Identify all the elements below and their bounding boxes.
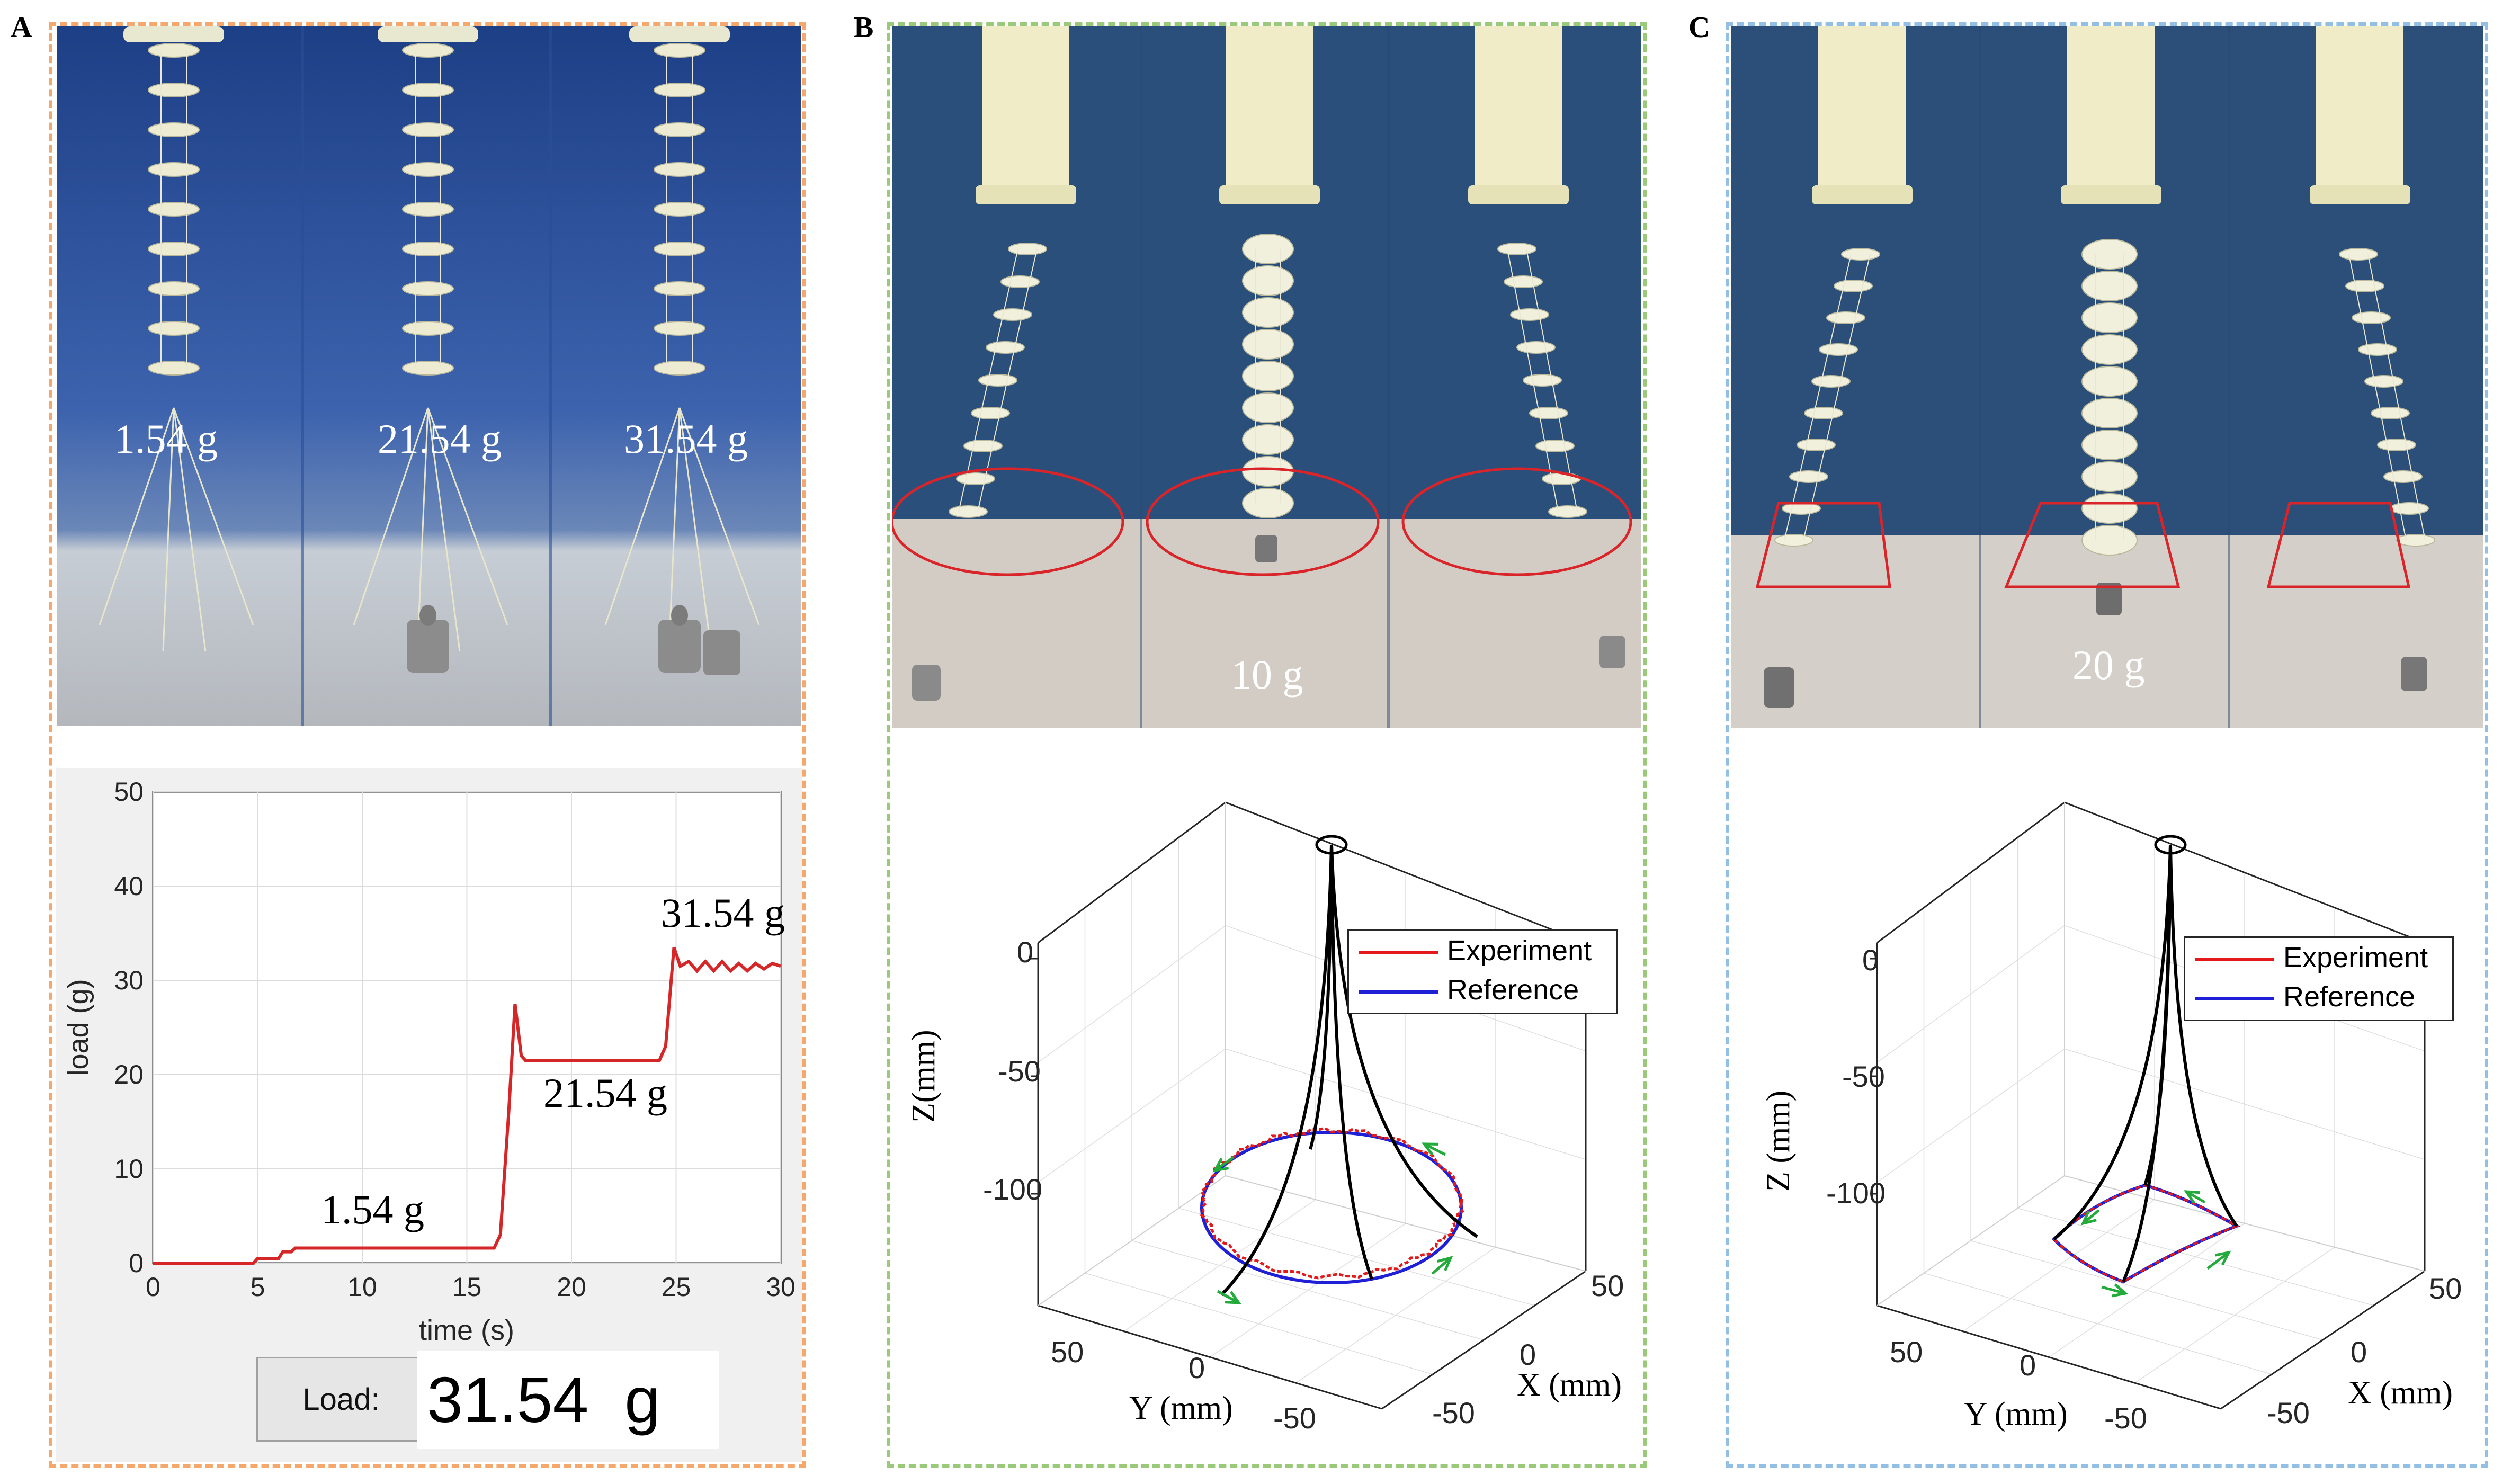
x-tick-label: 0 [146, 1272, 160, 1302]
panel-b-3d-plot: Z(mm) 0 -50 -100 50 0 -50 Y (mm) 50 0 -5… [892, 731, 1641, 1462]
z-tick-0-b: 0 [1017, 935, 1034, 969]
x-axis-label-c: X (mm) [2348, 1375, 2453, 1411]
panel-b-letter: B [854, 11, 874, 44]
panel-a-letter: A [11, 11, 32, 44]
x-tick-50-b: 50 [1591, 1269, 1624, 1302]
panel-a-photo: 1.54 g 21.54 g 31.54 g [57, 26, 801, 726]
panel-a-frame [49, 22, 806, 1468]
annotation-31-54: 31.54 g [661, 890, 785, 936]
annotation-1-54: 1.54 g [321, 1186, 424, 1232]
y-tick-50-b: 50 [1051, 1335, 1084, 1369]
load-series-line [153, 946, 781, 1265]
y-tick-label: 40 [114, 871, 144, 901]
legend-c-experiment: Experiment [2283, 942, 2428, 973]
z-tick-0-c: 0 [1862, 943, 1879, 977]
x-tick-0-c: 0 [2351, 1335, 2367, 1369]
panel-a-chart-area: 0 5 10 15 20 25 30 0 10 20 30 40 50 time (s) load (g… [56, 768, 802, 1462]
z-tick-100-b: -100 [983, 1173, 1043, 1206]
y-tick-0-c: 0 [2020, 1348, 2036, 1382]
y-tick-50-c: 50 [1890, 1335, 1923, 1369]
z-axis-label-c: Z (mm) [1761, 1090, 1797, 1192]
y-tick-label: 20 [114, 1060, 144, 1089]
x-tick-0-b: 0 [1520, 1338, 1536, 1371]
y-axis-label: load (g) [62, 979, 94, 1076]
x-tick-label: 15 [452, 1272, 482, 1302]
z-tick-50-b: -50 [998, 1054, 1041, 1088]
legend-c-reference: Reference [2283, 981, 2416, 1013]
x-axis-label-b: X (mm) [1517, 1367, 1622, 1403]
load-value-display: 31.54 g [417, 1351, 719, 1449]
x-tick-label: 10 [347, 1272, 377, 1302]
y-tick-0-b: 0 [1189, 1351, 1205, 1384]
x-tick-label: 25 [662, 1272, 691, 1302]
panel-b-photo: 10 g [892, 26, 1641, 728]
legend-b-reference: Reference [1447, 974, 1579, 1006]
legend-b: Experiment Reference [1347, 929, 1618, 1014]
photo-a-label-1: 1.54 g [114, 416, 218, 462]
annotation-21-54: 21.54 g [543, 1070, 667, 1116]
x-tick-50-c: 50 [2429, 1272, 2462, 1305]
load-label: Load: [256, 1357, 426, 1442]
z-axis-label-b: Z(mm) [906, 1030, 942, 1123]
photo-c-label: 20 g [2072, 642, 2145, 688]
y-tick-label: 50 [114, 777, 144, 807]
photo-b-label: 10 g [1231, 651, 1303, 698]
y-axis-label-b: Y (mm) [1129, 1390, 1233, 1426]
legend-c: Experiment Reference [2184, 936, 2454, 1021]
y-tick-label: 10 [114, 1154, 144, 1184]
x-tick-label: 20 [557, 1272, 586, 1302]
z-tick-50-c: -50 [1842, 1060, 1885, 1093]
photo-a-label-2: 21.54 g [378, 416, 502, 462]
y-tick-neg50-b: -50 [1273, 1401, 1316, 1435]
x-axis-label: time (s) [419, 1315, 514, 1346]
x-tick-label: 30 [766, 1272, 796, 1302]
panel-c-3d-plot: Z (mm) 0 -50 -100 50 0 -50 Y (mm) 50 0 -… [1731, 731, 2483, 1462]
y-tick-label: 30 [114, 966, 144, 995]
panel-c-frame [1726, 22, 2488, 1468]
load-time-chart: 0 5 10 15 20 25 30 0 10 20 30 40 50 time (s) load (g… [62, 777, 796, 1346]
photo-a-label-3: 31.54 g [624, 416, 748, 462]
x-tick-label: 5 [251, 1272, 265, 1302]
x-tick-neg50-b: -50 [1432, 1396, 1475, 1429]
x-tick-neg50-c: -50 [2267, 1396, 2310, 1429]
z-tick-100-c: -100 [1826, 1176, 1886, 1210]
panel-c-photo: 20 g [1731, 26, 2483, 728]
panel-c-letter: C [1688, 11, 1710, 44]
panel-b-frame [887, 22, 1647, 1468]
y-axis-label-c: Y (mm) [1964, 1396, 2068, 1432]
y-tick-label: 0 [129, 1248, 144, 1278]
legend-b-experiment: Experiment [1447, 935, 1592, 967]
y-tick-neg50-c: -50 [2104, 1401, 2147, 1435]
